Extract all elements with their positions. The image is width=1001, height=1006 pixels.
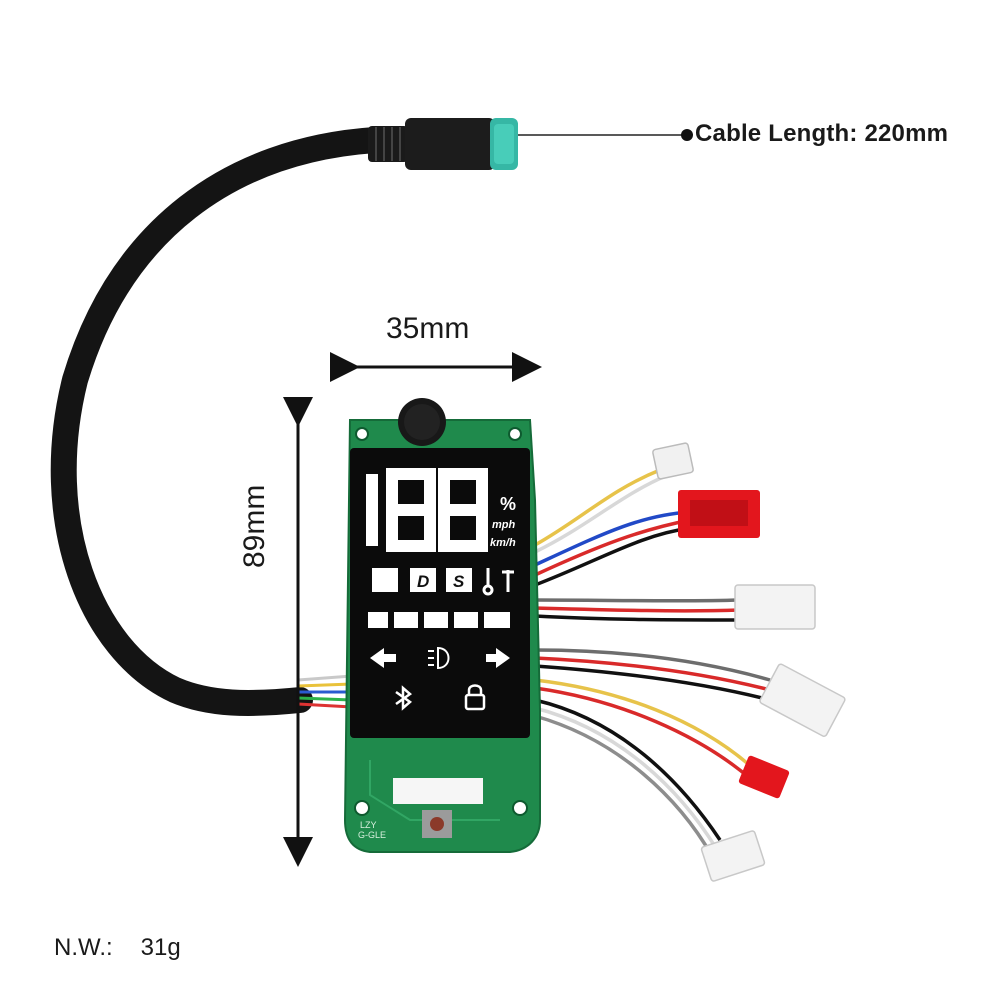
net-weight: N.W.: 31g (54, 934, 181, 962)
left-turn-icon (370, 648, 396, 668)
battery-bar (368, 612, 510, 628)
connector-white-mid (734, 584, 816, 630)
lcd-display: % mph km/h D S (350, 448, 530, 738)
connector-white-angled (759, 663, 846, 737)
lock-icon (464, 684, 486, 711)
thermometer-icon (482, 568, 494, 596)
bluetooth-icon (395, 685, 413, 711)
net-weight-value: 31g (140, 934, 181, 961)
main-cable (50, 127, 388, 716)
buzzer (398, 398, 446, 446)
mode-d-box (410, 568, 436, 592)
board-marking-line2: G-GLE (358, 830, 386, 840)
connector-white-small (652, 442, 694, 480)
mode-s-label: S (453, 572, 465, 591)
connector-white-bottom (700, 830, 766, 882)
connector-red-small (738, 755, 790, 799)
wrench-icon (502, 570, 514, 592)
walk-mode-icon (372, 568, 398, 592)
width-dimension-label: 35mm (386, 312, 470, 345)
right-turn-icon (486, 648, 510, 668)
headlight-icon (428, 646, 450, 670)
right-wire-harness (534, 468, 771, 857)
connector-red-top (678, 490, 760, 538)
kmh-unit: km/h (490, 537, 516, 549)
mode-s-box (446, 568, 472, 592)
mode-d-label: D (417, 572, 429, 591)
board-marking-line1: LZY (360, 820, 377, 830)
mph-unit: mph (492, 519, 516, 531)
net-weight-label: N.W.: (54, 934, 113, 961)
cable-length-label: Cable Length: 220mm (695, 120, 949, 147)
leader-dot (681, 129, 693, 141)
percent-unit: % (500, 494, 516, 514)
speed-digits (366, 468, 488, 552)
cable-connector (368, 118, 518, 170)
height-dimension-label: 89mm (238, 484, 271, 568)
